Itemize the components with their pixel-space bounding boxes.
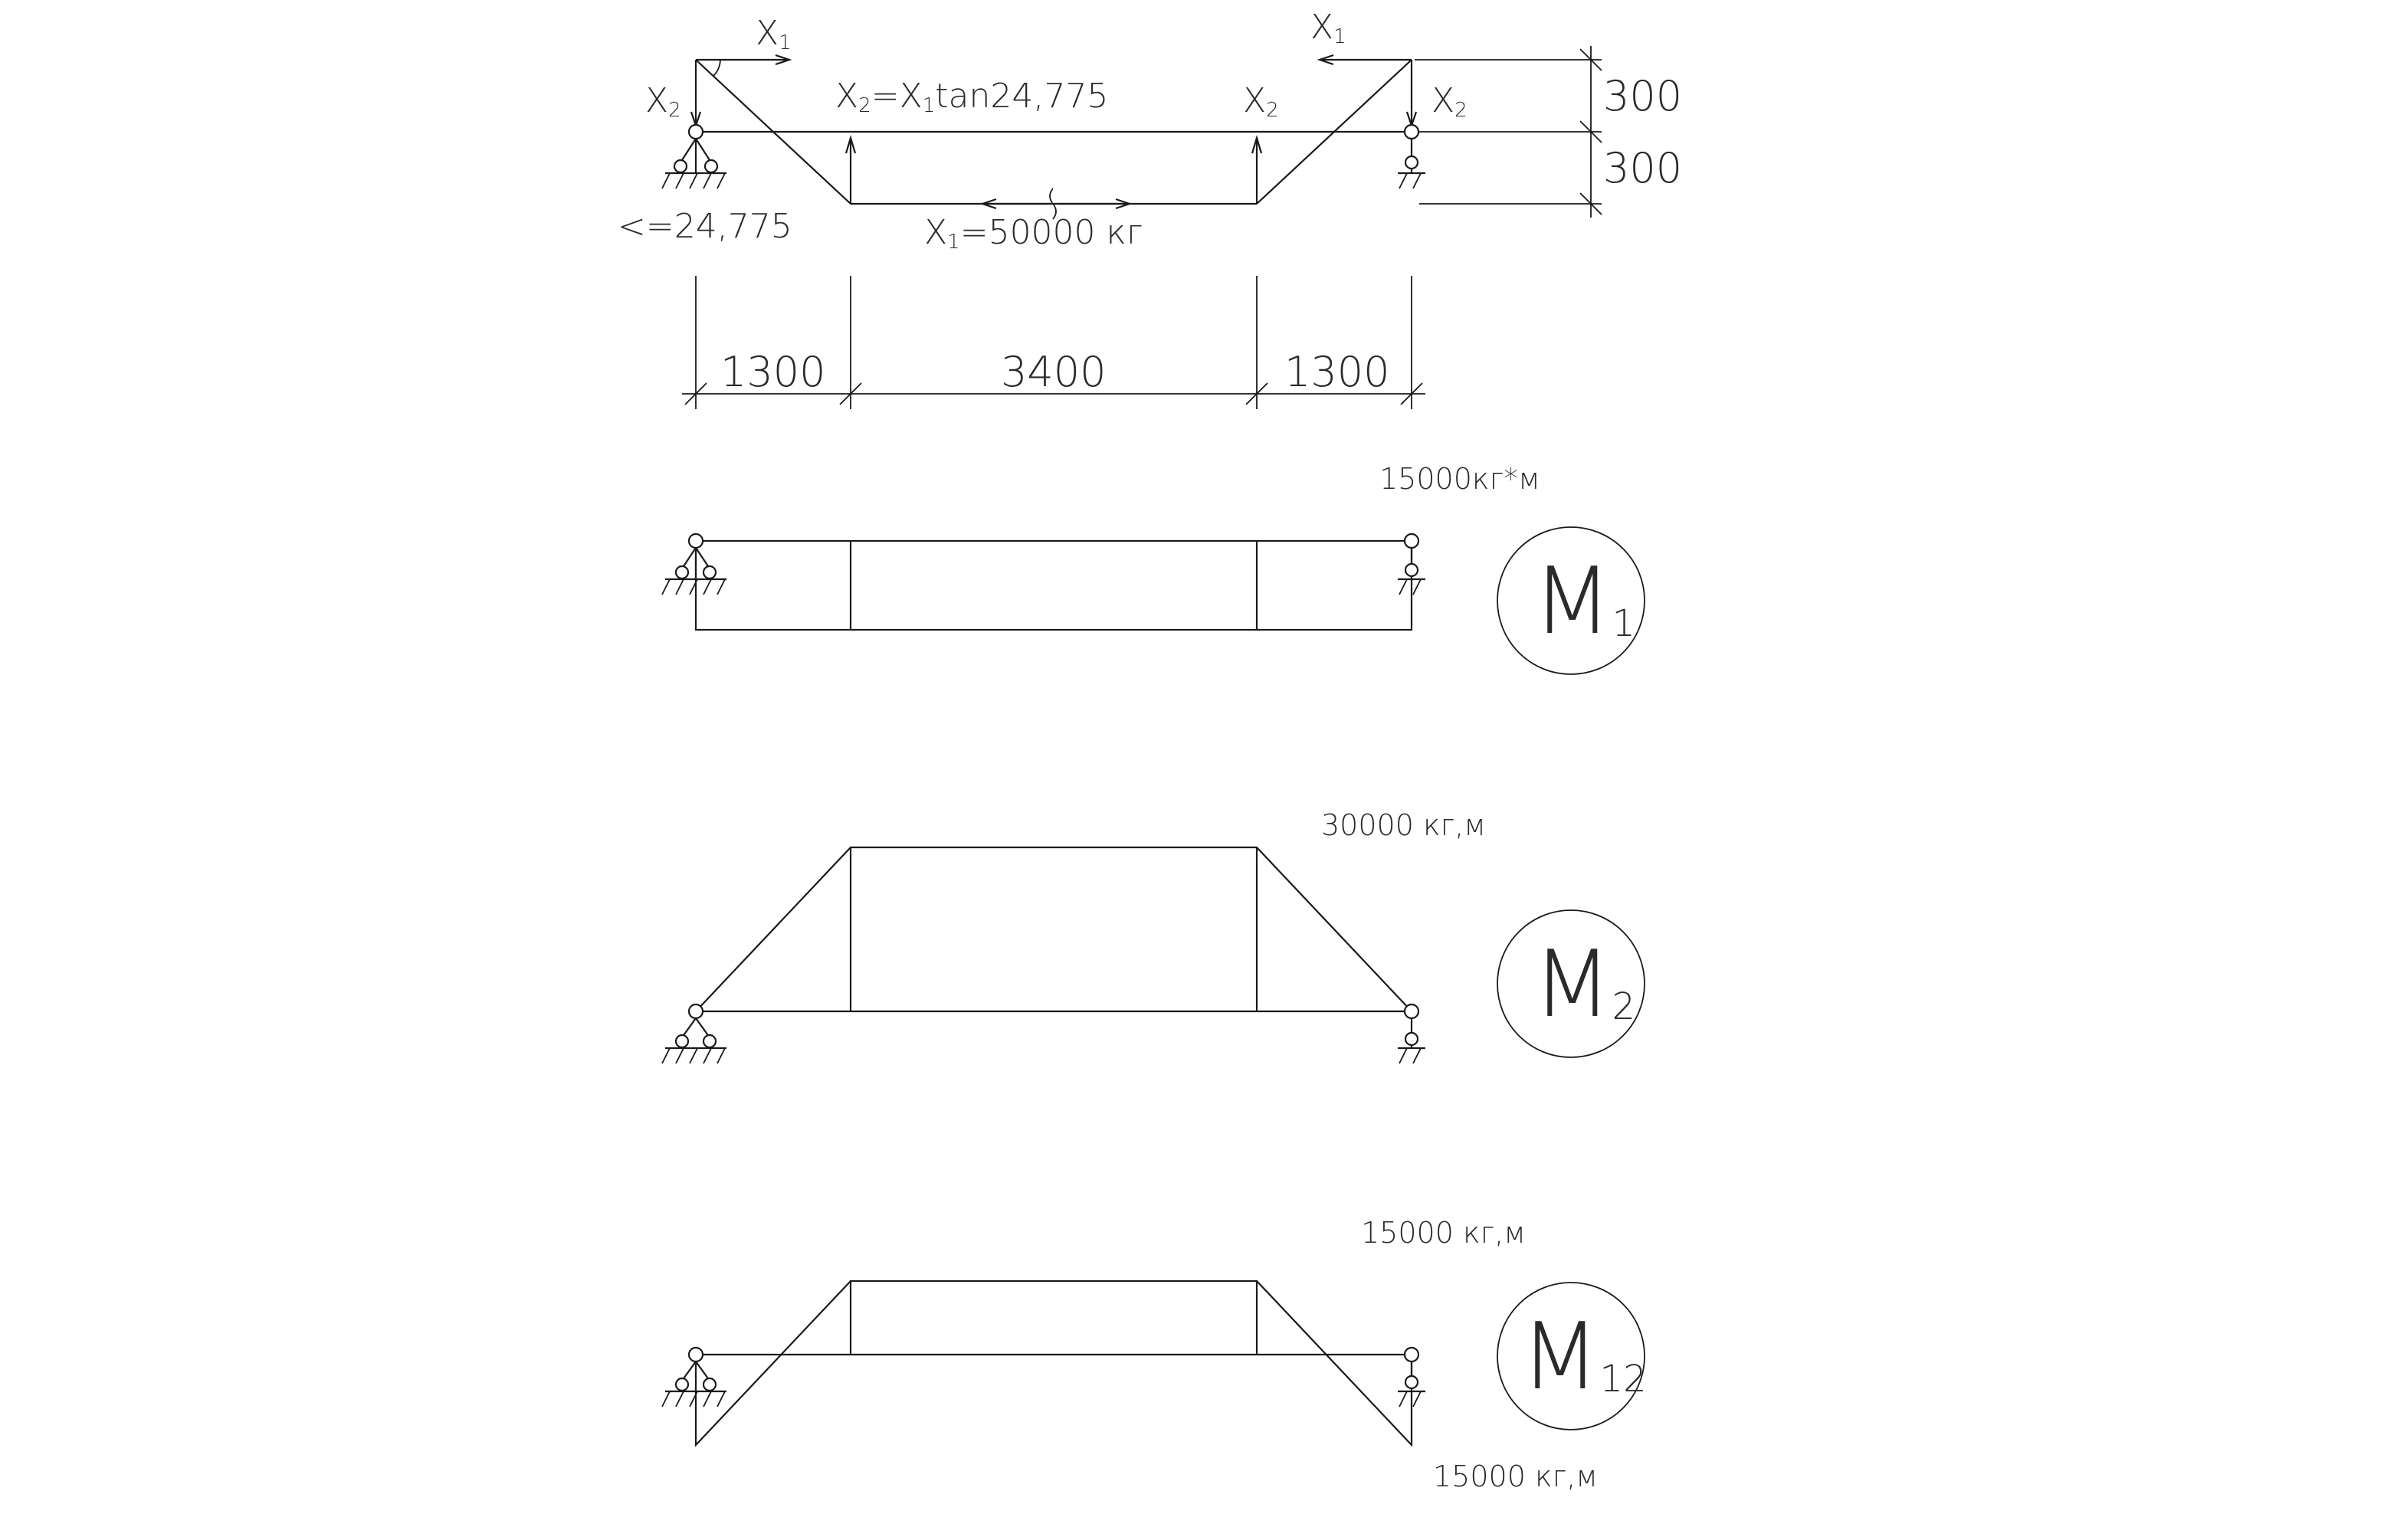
section-mark xyxy=(1049,188,1057,220)
left-x1-arrow xyxy=(775,54,792,66)
right-x2-label: X2 xyxy=(1431,81,1468,122)
tension-arrow-right xyxy=(1115,198,1133,210)
m1-badge-circle xyxy=(1497,526,1645,675)
tension-label: X1=50000 кг xyxy=(924,213,1143,254)
m2-badge-label: M2 xyxy=(1533,932,1635,1038)
span-dim-right: 1300 xyxy=(1284,348,1389,396)
right-strut-arrow xyxy=(1251,135,1263,154)
right-support xyxy=(1398,123,1425,189)
m12-value-top-label: 15000 кг,м xyxy=(1361,1216,1526,1250)
span-dim-mid: 3400 xyxy=(1001,348,1106,396)
span-dim-left: 1300 xyxy=(720,348,825,396)
m1-badge-label: M1 xyxy=(1533,549,1635,655)
m12-right-support xyxy=(1398,1346,1425,1407)
m1-right-support xyxy=(1398,532,1425,595)
height-dim-top: 300 xyxy=(1603,72,1682,120)
mid-x2-label: X2 xyxy=(1243,81,1279,122)
height-dimensions: 300 300 xyxy=(1415,46,1682,218)
m1-diagram-area xyxy=(694,539,1413,631)
m12-badge-label: M12 xyxy=(1520,1304,1647,1411)
formula-label: X2=X1tan24,775 xyxy=(835,77,1108,117)
left-x1-label: X1 xyxy=(756,14,792,54)
moment-diagram-m2: 30000 кг,м M2 xyxy=(661,808,1645,1064)
m12-diagram-left xyxy=(694,1280,851,1447)
left-x2-label: X2 xyxy=(645,81,681,122)
m2-left-support xyxy=(661,1003,726,1064)
m1-value-label: 15000кг*м xyxy=(1379,462,1540,496)
m12-left-support xyxy=(661,1346,726,1407)
m1-left-support xyxy=(661,532,726,595)
span-dimensions: 1300 3400 1300 xyxy=(682,276,1425,409)
angle-label: <=24,775 xyxy=(618,207,792,246)
right-x1-arrow xyxy=(1317,54,1334,66)
truss-scheme: X1 X2 X2=X1tan24,775 X2 X1 X2 <=24,775 X… xyxy=(618,8,1468,254)
right-x1-label: X1 xyxy=(1310,8,1346,48)
m2-right-support xyxy=(1398,1003,1425,1064)
m2-diagram-area xyxy=(694,846,1414,1013)
left-strut-arrow xyxy=(844,135,857,154)
left-support xyxy=(661,123,726,189)
angle-arc xyxy=(712,59,721,77)
m2-value-label: 30000 кг,м xyxy=(1321,808,1486,842)
m12-value-bottom-label: 15000 кг,м xyxy=(1433,1460,1598,1493)
m2-badge-circle xyxy=(1497,909,1645,1058)
moment-diagram-m12: 15000 кг,м 15000 кг,м M12 xyxy=(661,1216,1647,1493)
truss-left-diagonal xyxy=(695,59,851,205)
m12-badge-circle xyxy=(1497,1282,1645,1430)
tension-arrow-left xyxy=(979,198,997,210)
truss-right-diagonal xyxy=(1256,59,1412,205)
height-dim-bottom: 300 xyxy=(1603,144,1682,192)
m12-diagram-right xyxy=(1256,1280,1413,1447)
m12-diagram-middle xyxy=(849,1280,1258,1356)
moment-diagram-m1: 15000кг*м M1 xyxy=(661,462,1645,675)
